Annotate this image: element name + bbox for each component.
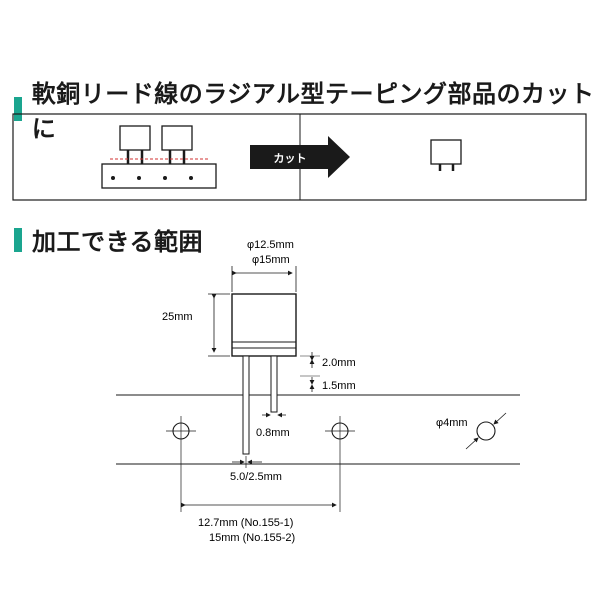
- hole-dim-arrow: [493, 412, 507, 425]
- sprocket-hole: [163, 176, 167, 180]
- lead-dia-label: 0.8mm: [256, 427, 290, 439]
- taped-components: [101, 125, 217, 189]
- height-label: 25mm: [162, 311, 193, 323]
- cut-illustration: カット: [12, 113, 587, 201]
- lead-long: [242, 355, 250, 455]
- arrow-shape: [250, 136, 350, 178]
- heading-marker: [14, 97, 22, 121]
- span-label-b: 15mm (No.155-2): [209, 532, 295, 544]
- sprocket-hole-right: [325, 416, 355, 446]
- sprocket-hole: [111, 176, 115, 180]
- range-drawing: φ12.5mm φ15mm 25mm 2.0mm 1.5mm 0.8mm: [116, 239, 520, 544]
- gap-bottom-label: 1.5mm: [322, 380, 356, 392]
- lead-short: [270, 355, 278, 413]
- section-heading-range: 加工できる範囲: [14, 222, 203, 257]
- span-label-a: 12.7mm (No.155-1): [198, 517, 293, 529]
- component-body: [430, 139, 462, 165]
- hole-dim-arrow: [465, 437, 479, 450]
- hole-detail: [476, 421, 496, 441]
- heading-marker: [14, 227, 22, 252]
- section-title-range: 加工できる範囲: [32, 228, 204, 256]
- cut-component: [430, 139, 462, 171]
- sprocket-hole: [137, 176, 141, 180]
- diameter-label-b: φ15mm: [252, 254, 290, 266]
- component-body: [119, 125, 151, 151]
- diameter-label-a: φ12.5mm: [247, 239, 294, 251]
- carrier-tape: [101, 163, 217, 189]
- sprocket-hole-left: [166, 416, 196, 446]
- section-heading-cut: 軟銅リード線のラジアル型テーピング部品のカットに: [14, 74, 600, 144]
- arrow-label: カット: [274, 152, 307, 165]
- sprocket-hole: [189, 176, 193, 180]
- capacitor-body: [231, 293, 297, 357]
- component-body: [161, 125, 193, 151]
- pitch-label: 5.0/2.5mm: [230, 471, 282, 483]
- section-title-cut: 軟銅リード線のラジアル型テーピング部品のカットに: [31, 80, 595, 143]
- hole-label: φ4mm: [436, 417, 468, 429]
- cut-arrow: カット: [250, 136, 350, 178]
- gap-top-label: 2.0mm: [322, 357, 356, 369]
